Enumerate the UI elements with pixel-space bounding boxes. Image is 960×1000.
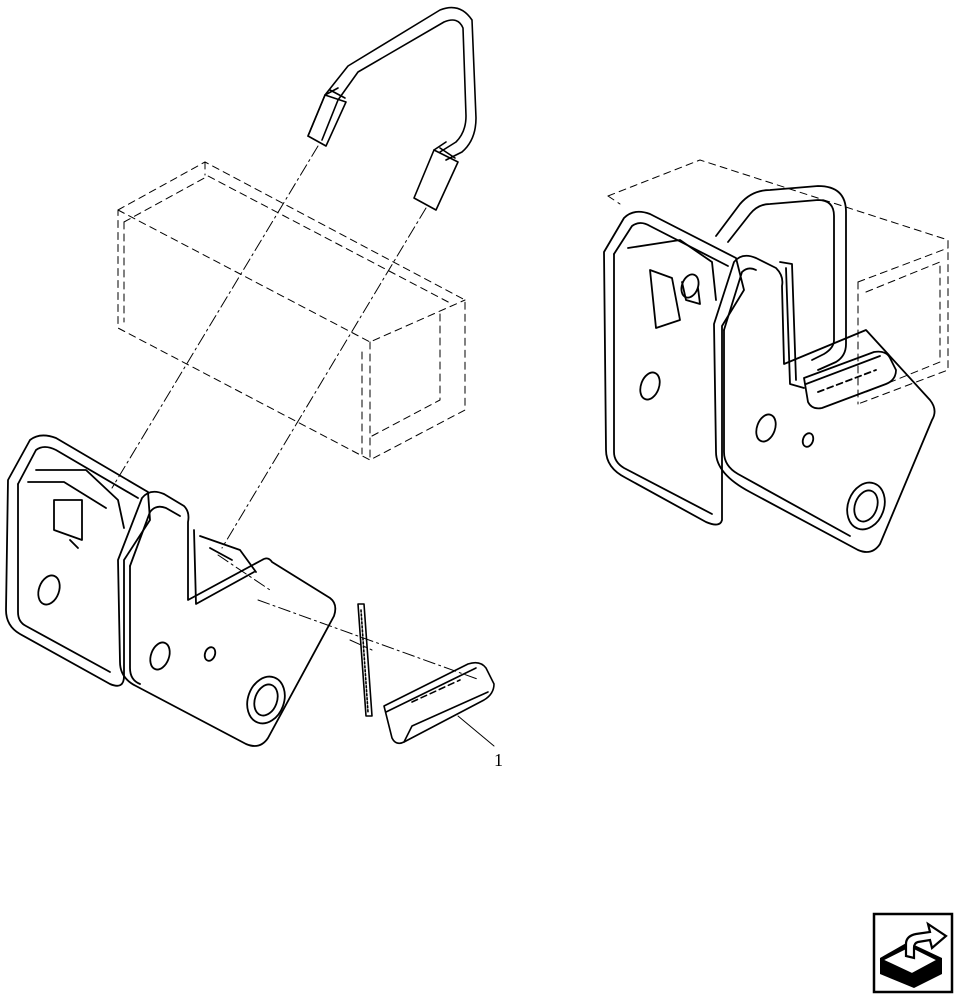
callout-leader-line — [457, 715, 495, 747]
next-page-arrow-icon — [872, 912, 954, 994]
callout-label-1: 1 — [494, 750, 503, 770]
ghost-frame-box-left — [117, 161, 466, 461]
u-bolt-hook — [307, 6, 477, 211]
alignment-lines — [111, 145, 481, 681]
hitch-bracket-right-front — [713, 254, 936, 553]
wear-pad-part-1 — [383, 661, 495, 745]
u-bolt-assembled — [715, 185, 847, 371]
hitch-bracket-right-rear — [603, 210, 745, 526]
ghost-frame-box-right — [607, 159, 949, 405]
gasket-strip — [357, 603, 373, 717]
hitch-bracket-left-rear — [5, 434, 151, 687]
hitch-bracket-left-front — [117, 490, 337, 747]
next-page-button[interactable] — [872, 912, 954, 994]
